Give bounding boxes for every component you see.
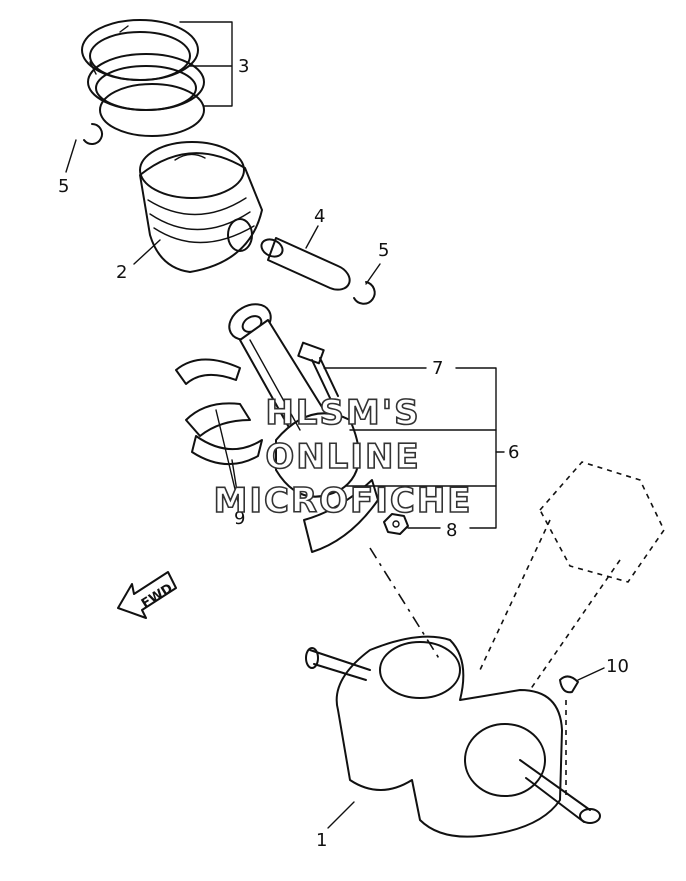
piston-pin[interactable] (259, 236, 351, 291)
piston-rings[interactable] (81, 19, 205, 137)
watermark-line-1: HLSM'S (265, 393, 420, 433)
callout-2: 2 (116, 262, 127, 283)
rod-bolt[interactable] (297, 341, 339, 399)
circlip-right[interactable] (353, 281, 376, 305)
callout-10: 10 (606, 656, 629, 677)
woodruff-key[interactable] (559, 675, 579, 694)
callout-5-right: 5 (378, 240, 389, 261)
rod-cap[interactable] (303, 479, 379, 553)
watermark: HLSM'S ONLINE MICROFICHE (213, 392, 472, 522)
rod-nut[interactable] (383, 513, 409, 535)
watermark-line-3: MICROFICHE (213, 481, 472, 521)
piston[interactable] (139, 141, 263, 273)
fwd-arrow-icon: FWD (117, 571, 177, 619)
phantom-outline (369, 461, 665, 800)
leader-lines (65, 21, 605, 829)
callout-9: 9 (234, 508, 245, 529)
callout-7: 7 (432, 358, 443, 379)
callout-4: 4 (314, 206, 325, 227)
callout-6: 6 (508, 442, 519, 463)
callout-5-left: 5 (58, 176, 69, 197)
crankshaft[interactable] (305, 635, 601, 838)
connecting-rod[interactable] (223, 297, 360, 498)
callout-8: 8 (446, 520, 457, 541)
big-end-bearings[interactable] (175, 358, 263, 466)
circlip-left[interactable] (83, 123, 103, 145)
callout-3: 3 (238, 56, 249, 77)
watermark-line-2: ONLINE (265, 437, 420, 477)
callout-1: 1 (316, 830, 327, 851)
